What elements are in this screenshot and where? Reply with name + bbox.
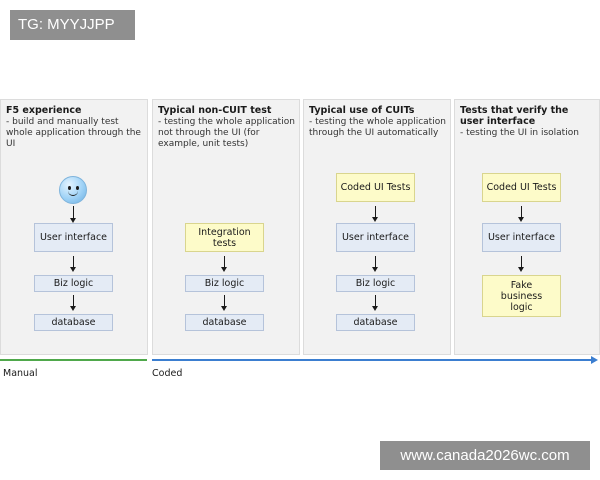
biz-logic-box: Biz logic — [336, 275, 415, 292]
arrow-down-icon — [518, 206, 524, 222]
arrow-down-icon — [372, 206, 378, 222]
arrow-down-icon — [70, 206, 76, 223]
database-box: database — [185, 314, 264, 331]
user-interface-box: User interface — [336, 223, 415, 252]
panel-title: Typical non-CUIT test — [158, 105, 272, 116]
arrow-down-icon — [372, 256, 378, 272]
panel-description: - testing the whole application not thro… — [158, 117, 295, 149]
coded-label: Coded — [152, 368, 183, 379]
smiley-icon — [59, 176, 87, 204]
channel-tag: TG: MYYJJPP — [10, 10, 135, 40]
arrow-down-icon — [70, 295, 76, 311]
panel-title: F5 experience — [6, 105, 82, 116]
database-box: database — [34, 314, 113, 331]
biz-logic-box: Biz logic — [185, 275, 264, 292]
integration-tests-box: Integration tests — [185, 223, 264, 252]
user-interface-box: User interface — [34, 223, 113, 252]
user-interface-box: User interface — [482, 223, 561, 252]
manual-line — [0, 359, 147, 361]
panel-title: Typical use of CUITs — [309, 105, 415, 116]
manual-label: Manual — [3, 368, 38, 379]
arrow-down-icon — [221, 256, 227, 272]
arrow-right-icon — [591, 356, 598, 364]
arrow-down-icon — [70, 256, 76, 272]
biz-logic-box: Biz logic — [34, 275, 113, 292]
arrow-down-icon — [372, 295, 378, 311]
panel-title: Tests that verify the user interface — [460, 105, 569, 127]
panel-description: - build and manually test whole applicat… — [6, 117, 141, 149]
coded-ui-tests-box: Coded UI Tests — [482, 173, 561, 202]
panel-description: - testing the UI in isolation — [460, 128, 579, 138]
database-box: database — [336, 314, 415, 331]
fake-business-logic-box: Fake business logic — [482, 275, 561, 317]
watermark-url: www.canada2026wc.com — [380, 441, 590, 470]
panel-description: - testing the whole application through … — [309, 117, 446, 138]
panel-non-cuit-test: Typical non-CUIT test - testing the whol… — [152, 99, 300, 355]
arrow-down-icon — [221, 295, 227, 311]
coded-ui-tests-box: Coded UI Tests — [336, 173, 415, 202]
coded-line — [152, 359, 593, 361]
panel-f5-experience: F5 experience - build and manually test … — [0, 99, 148, 355]
arrow-down-icon — [518, 256, 524, 272]
